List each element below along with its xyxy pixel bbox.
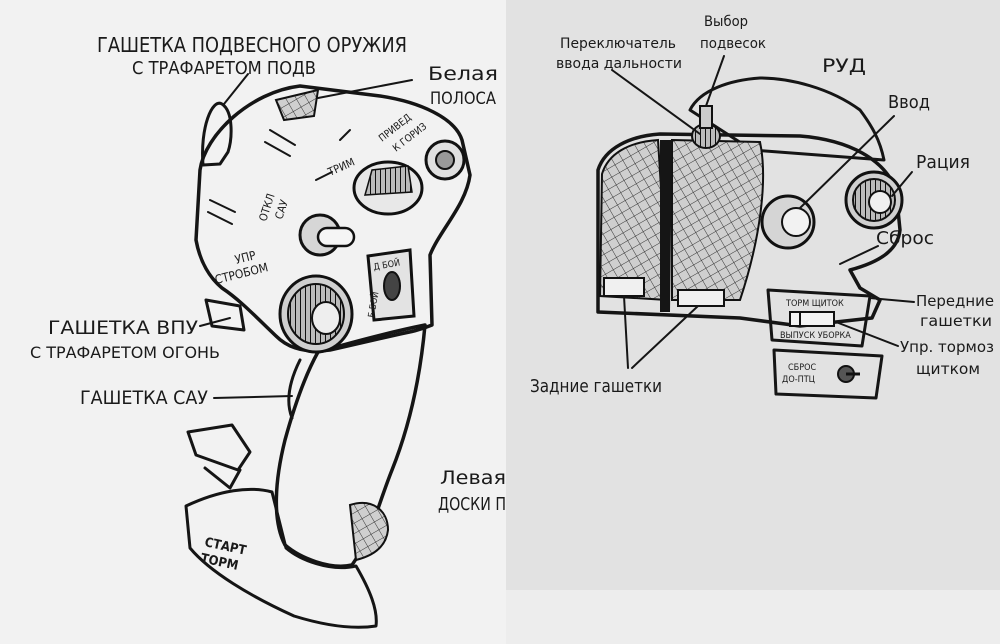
stencil-sau-off-l2: САУ (272, 198, 290, 221)
stencil-reset-ptc-l1: СБРОС (788, 363, 816, 373)
label-white-stripe-l2: ПОЛОСА (430, 89, 497, 109)
rear-trigger-slot-2 (677, 289, 725, 307)
trim-arrows (315, 129, 351, 181)
head-detail-strokes (207, 129, 296, 225)
leader-range-switch (611, 69, 701, 135)
leader-rear-2 (631, 305, 699, 369)
leader-pylon-select (705, 55, 725, 107)
sau-trigger-part (287, 358, 302, 420)
brake-lever (186, 423, 252, 472)
brake-lever-link (203, 466, 242, 490)
throttle-body (596, 132, 902, 328)
label-flap-brake-l1: Упр. тормоз (900, 338, 994, 356)
leader-vpu (199, 317, 231, 327)
stick-base (184, 487, 378, 629)
enter-button-cap (781, 207, 811, 237)
right-panel: ТОРМ ЩИТОК ВЫПУСК УБОРКА СБРОС ДО-ПТЦ Пе… (506, 0, 1000, 644)
base-side-pad (348, 502, 390, 562)
label-left-console-l2: ДОСКИ П (438, 494, 506, 515)
pylon-select-switch (699, 105, 713, 129)
control-stick-drawing (184, 84, 472, 629)
flap-panel (766, 288, 872, 348)
label-suspended-weapons-l2: С ТРАФАРЕТОМ ПОДВ (132, 58, 316, 79)
label-enter: Ввод (888, 92, 930, 113)
label-reset: Сброс (876, 228, 934, 249)
label-pylon-select-l1: Выбор (704, 14, 748, 30)
white-stripe-marking (274, 88, 320, 122)
label-range-switch-l1: Переключатель (560, 36, 676, 52)
lower-panel (772, 348, 884, 400)
label-front-triggers-l2: гашетки (920, 312, 992, 330)
throttle-side-hatch-left (598, 138, 670, 302)
combat-switch-toggle (383, 271, 401, 301)
right-paper-background (506, 0, 1000, 644)
stencil-brake-flap: ТОРМ ЩИТОК (785, 299, 844, 309)
leader-suspended-weapons (223, 73, 249, 105)
right-leader-lines (611, 55, 915, 369)
leader-flap-brake (835, 321, 899, 347)
leader-enter (799, 115, 895, 209)
throttle-drawing (596, 76, 904, 400)
label-range-switch-l2: ввода дальности (556, 56, 682, 72)
rear-trigger-slot-1 (603, 277, 645, 297)
stencil-strobe-l1: УПР (233, 248, 257, 267)
vpu-trigger-part (204, 298, 246, 332)
label-sau: ГАШЕТКА САУ (80, 387, 209, 409)
left-leader-lines (199, 73, 413, 399)
throttle-side-hatch-right (671, 138, 765, 301)
label-pylon-select-l2: подвесок (700, 36, 766, 52)
label-suspended-weapons-l1: ГАШЕТКА ПОДВЕСНОГО ОРУЖИЯ (97, 33, 407, 57)
label-radio: Рация (916, 152, 970, 173)
label-throttle: РУД (822, 55, 866, 77)
sau-off-plunger (316, 226, 356, 248)
label-vpu-l2: С ТРАФАРЕТОМ ОГОНЬ (30, 343, 220, 362)
left-panel: ТРИМ ПРИВЕД К ГОРИЗ ОТКЛ САУ УПР СТРОБОМ… (30, 33, 506, 629)
label-vpu-l1: ГАШЕТКА ВПУ (48, 317, 199, 339)
trim-hat-knurl (363, 165, 413, 196)
radio-button-cap (868, 190, 892, 214)
throttle-top-housing (688, 76, 886, 162)
leader-sau (213, 395, 293, 399)
label-left-console-l1: Левая (440, 467, 506, 489)
leader-front-triggers (869, 297, 915, 303)
leader-white-stripe (317, 79, 413, 99)
leader-radio (891, 171, 913, 197)
label-front-triggers-l1: Передние (916, 292, 994, 310)
strobe-knob-cap (311, 301, 341, 335)
suspended-weapons-trigger-part (201, 101, 233, 167)
left-callout-labels: ГАШЕТКА ПОДВЕСНОГО ОРУЖИЯ С ТРАФАРЕТОМ П… (30, 33, 506, 515)
label-white-stripe-l1: Белая (428, 63, 498, 85)
right-paper-bottom-strip (506, 590, 1000, 644)
stencil-extend-retract: ВЫПУСК УБОРКА (780, 331, 851, 341)
throttle-divider-band (660, 140, 672, 312)
stencil-reset-ptc-l2: ДО-ПТЦ (782, 375, 815, 385)
flap-switch (789, 311, 835, 327)
stick-head (194, 84, 472, 353)
label-rear-triggers: Задние гашетки (530, 376, 662, 397)
label-flap-brake-l2: щитком (916, 360, 980, 378)
leader-reset (839, 245, 879, 265)
level-button-cap (435, 150, 455, 170)
leader-rear-1 (623, 295, 629, 369)
throttle-stencils: ТОРМ ЩИТОК ВЫПУСК УБОРКА СБРОС ДО-ПТЦ (780, 299, 851, 385)
right-callout-labels: Переключатель ввода дальности Выбор подв… (530, 14, 994, 397)
